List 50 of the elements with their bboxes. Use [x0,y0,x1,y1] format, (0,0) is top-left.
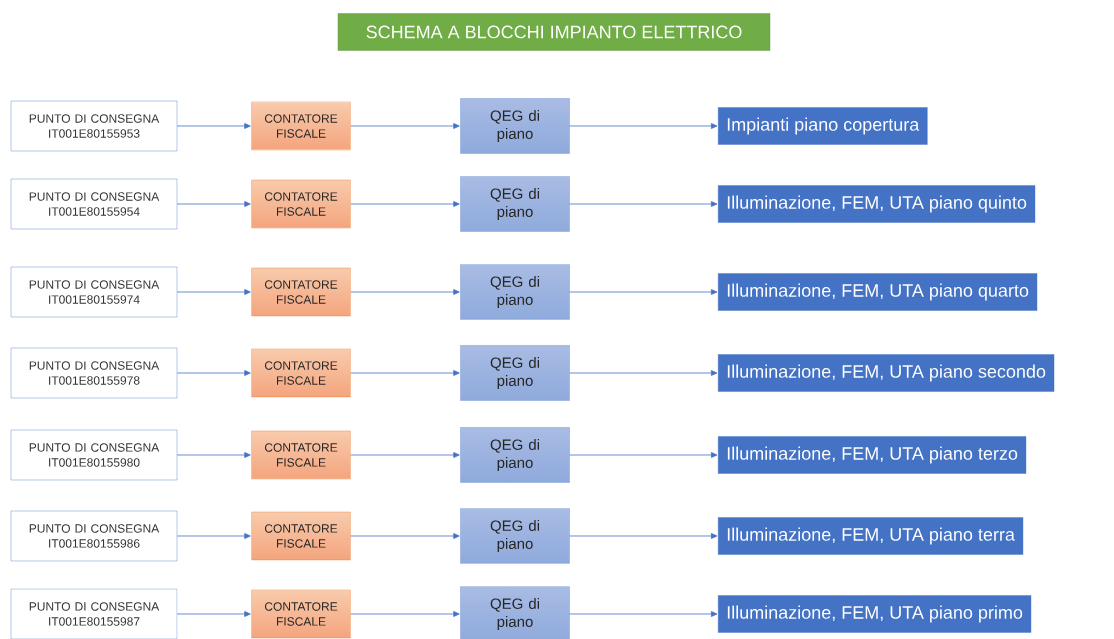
meter-box: CONTATORE FISCALE [251,511,351,561]
arrow [176,289,251,295]
arrow [176,123,251,129]
load-box: Illuminazione, FEM, UTA piano quinto [718,185,1036,223]
panel-box: QEG di piano [460,345,570,401]
delivery-point-box: PUNTO DI CONSEGNA IT001E80155978 [10,347,178,399]
arrow [350,123,460,129]
arrow [569,289,718,295]
meter-box: CONTATORE FISCALE [251,101,351,151]
arrow [176,611,251,617]
load-box: Illuminazione, FEM, UTA piano terzo [718,436,1027,474]
arrow [176,201,251,207]
panel-box: QEG di piano [460,98,570,154]
delivery-point-box: PUNTO DI CONSEGNA IT001E80155986 [10,510,178,562]
load-box: Illuminazione, FEM, UTA piano quarto [718,273,1038,311]
meter-box: CONTATORE FISCALE [251,430,351,480]
arrow [350,611,460,617]
arrow [569,123,718,129]
panel-box: QEG di piano [460,264,570,320]
panel-box: QEG di piano [460,508,570,564]
panel-box: QEG di piano [460,586,570,639]
arrow [350,533,460,539]
arrow [569,201,718,207]
delivery-point-box: PUNTO DI CONSEGNA IT001E80155953 [10,100,178,152]
arrow [569,611,718,617]
delivery-point-box: PUNTO DI CONSEGNA IT001E80155954 [10,178,178,230]
meter-box: CONTATORE FISCALE [251,589,351,639]
meter-box: CONTATORE FISCALE [251,179,351,229]
load-box: Impianti piano copertura [718,107,928,145]
panel-box: QEG di piano [460,176,570,232]
delivery-point-box: PUNTO DI CONSEGNA IT001E80155974 [10,266,178,318]
arrow [350,370,460,376]
meter-box: CONTATORE FISCALE [251,348,351,398]
arrow [350,201,460,207]
delivery-point-box: PUNTO DI CONSEGNA IT001E80155987 [10,588,178,639]
title-banner: SCHEMA A BLOCCHI IMPIANTO ELETTRICO [337,13,771,51]
load-box: Illuminazione, FEM, UTA piano terra [718,517,1024,555]
meter-box: CONTATORE FISCALE [251,267,351,317]
arrow [569,533,718,539]
arrow [350,452,460,458]
load-box: Illuminazione, FEM, UTA piano secondo [718,354,1055,392]
delivery-point-box: PUNTO DI CONSEGNA IT001E80155980 [10,429,178,481]
arrow [176,533,251,539]
panel-box: QEG di piano [460,427,570,483]
load-box: Illuminazione, FEM, UTA piano primo [718,595,1032,633]
arrow [569,370,718,376]
arrow [569,452,718,458]
arrow [176,370,251,376]
arrow [350,289,460,295]
arrow [176,452,251,458]
